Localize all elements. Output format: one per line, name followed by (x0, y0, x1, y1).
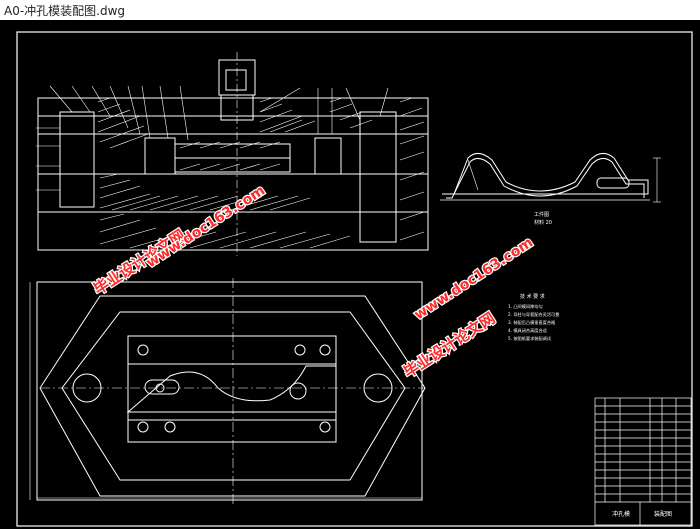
watermark-url-1: www.doc163.com (143, 183, 268, 272)
drawing-canvas[interactable]: 工件图 材料 20 技 术 要 求 1. 凸凹模间隙均匀 2. 导柱与导套配合灵… (0, 20, 700, 529)
window-title: A0-冲孔模装配图.dwg (4, 4, 126, 18)
workpiece-material: 材料 20 (534, 219, 552, 226)
watermark-url-2: www.doc163.com (411, 235, 536, 324)
watermark-cn-2: 毕业设计论文网 (400, 309, 498, 381)
title-block-type: 装配图 (654, 510, 672, 518)
tech-req-1: 1. 凸凹模间隙均匀 (508, 303, 543, 310)
workpiece-label: 工件图 (534, 211, 549, 218)
cad-drawing: 工件图 材料 20 技 术 要 求 1. 凸凹模间隙均匀 2. 导柱与导套配合灵… (16, 31, 693, 527)
drawing-border (16, 31, 693, 527)
plan-view (29, 278, 426, 504)
tech-req-heading: 技 术 要 求 (520, 293, 545, 300)
assembly-section-view (36, 52, 429, 256)
workpiece-drawing (440, 153, 661, 203)
title-block-name: 冲孔模 (612, 510, 630, 518)
watermark-cn-1: 毕业设计论文网 (90, 226, 188, 298)
title-block (594, 397, 692, 526)
technical-requirements: 技 术 要 求 1. 凸凹模间隙均匀 2. 导柱与导套配合灵活可靠 3. 装配后… (508, 293, 559, 342)
tech-req-5: 5. 按图纸要求装配调试 (508, 335, 552, 342)
tech-req-2: 2. 导柱与导套配合灵活可靠 (508, 311, 559, 318)
tech-req-3: 3. 装配后凸模垂直度合格 (508, 319, 556, 326)
watermark-group-1: 毕业设计论文网 www.doc163.com (89, 181, 269, 299)
window-titlebar: A0-冲孔模装配图.dwg (0, 0, 700, 21)
tech-req-4: 4. 模具闭合高度合适 (508, 327, 548, 334)
